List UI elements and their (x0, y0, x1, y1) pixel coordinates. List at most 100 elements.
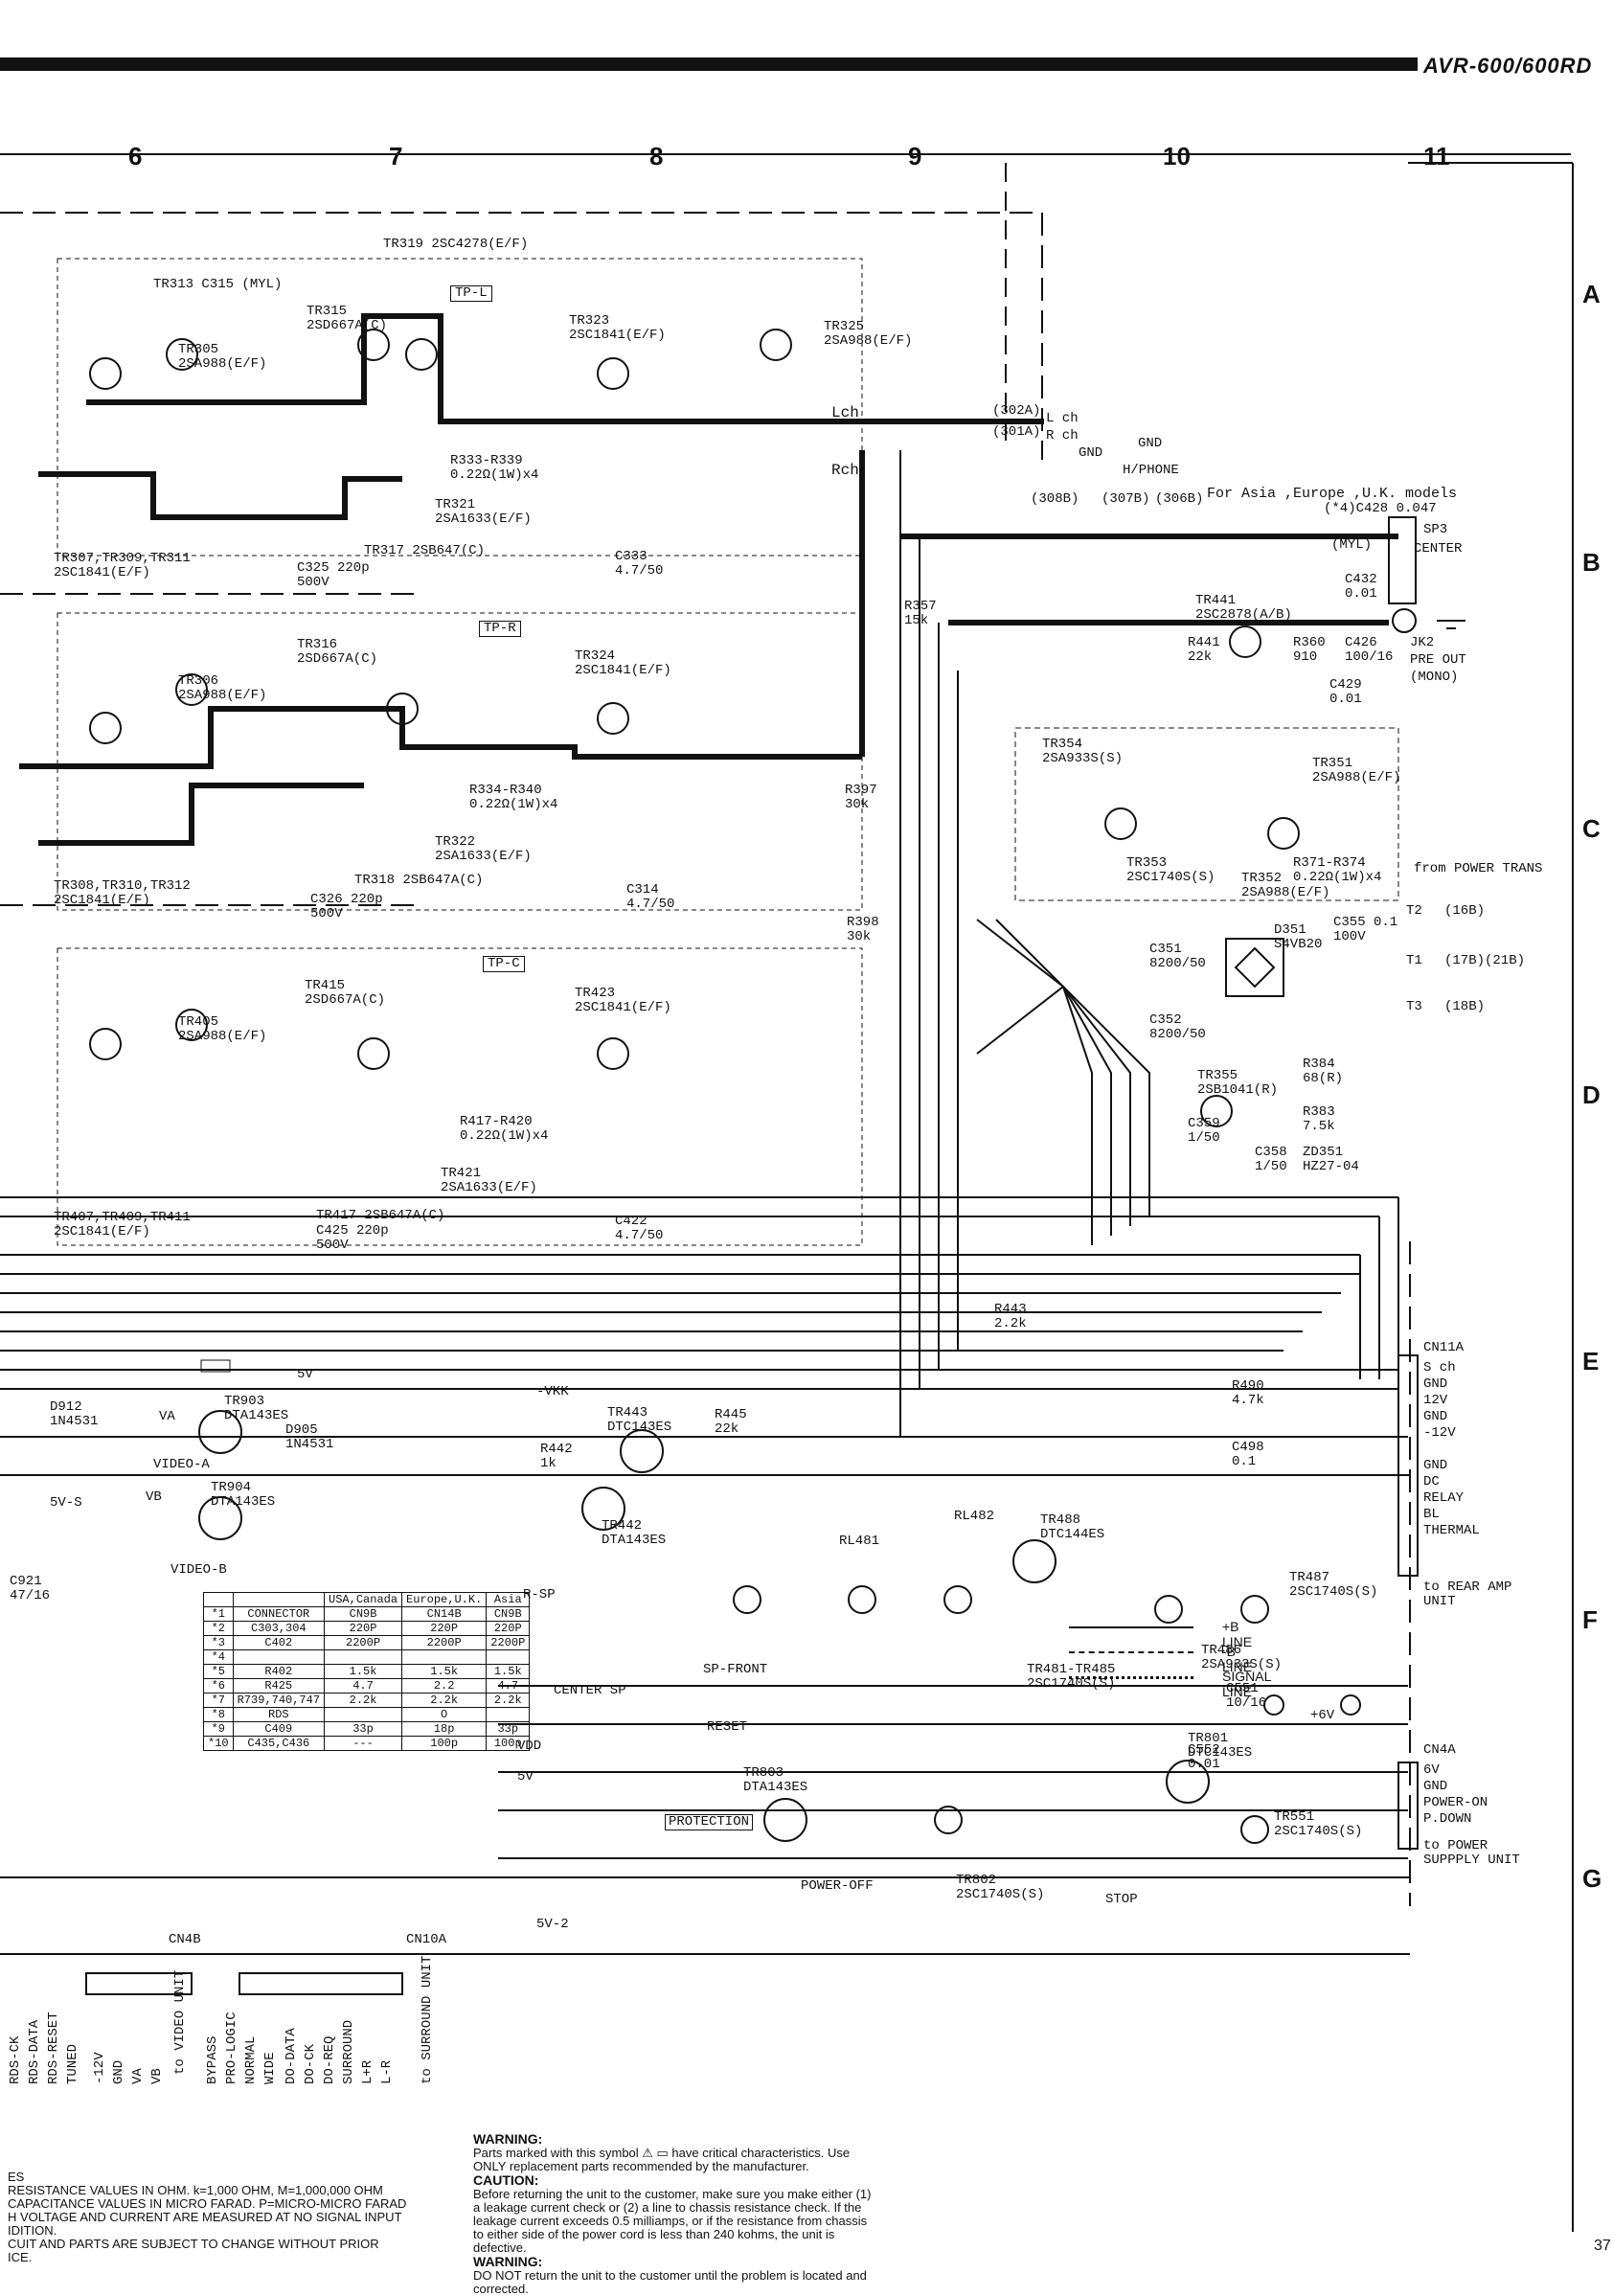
row-a: A (1582, 280, 1601, 308)
col-9: 9 (908, 142, 922, 170)
rch-jack: R ch (1046, 428, 1079, 443)
table-cell: CONNECTOR (232, 1606, 326, 1622)
c427-label: (MYL) (1331, 537, 1373, 553)
r-sp-label: R-SP (523, 1587, 556, 1603)
rch-label: Rch (831, 462, 859, 479)
r443-label: R443 2.2k (994, 1302, 1027, 1331)
tr-label: TR417 2SB647A(C) (316, 1208, 445, 1223)
legend-text: -B LINE (1222, 1644, 1253, 1674)
tr-label: TR318 2SB647A(C) (354, 873, 484, 888)
va-label: VA (159, 1409, 175, 1424)
table-cell: *6 (203, 1678, 234, 1694)
table-cell: C409 (232, 1721, 326, 1737)
table-cell (486, 1707, 531, 1722)
table-cell: 1.5k (486, 1664, 531, 1679)
rl482-label: RL482 (954, 1509, 995, 1524)
table-cell (203, 1592, 234, 1607)
from-power-trans: from POWER TRANS (1414, 861, 1543, 876)
table-cell (401, 1649, 488, 1665)
col-6: 6 (128, 142, 143, 170)
note-line: H VOLTAGE AND CURRENT ARE MEASURED AT NO… (8, 2210, 402, 2224)
tr-label: TR307,TR309,TR311 2SC1841(E/F) (54, 551, 191, 580)
pin-label: NORMAL (243, 2035, 259, 2084)
c551-label: C551 10/16 (1226, 1681, 1267, 1711)
row-c: C (1582, 814, 1601, 843)
warning-notes: WARNING: Parts marked with this symbol ⚠… (473, 2132, 875, 2296)
tr-label: TR354 2SA933S(S) (1042, 737, 1124, 766)
test-point-r: TP-R (479, 621, 521, 637)
table-cell: 2200P (324, 1635, 403, 1650)
c498-label: C498 0.1 (1232, 1440, 1264, 1469)
tr-label: TR488 DTC144ES (1040, 1512, 1105, 1542)
table-cell: 4.7 (324, 1678, 403, 1694)
r398-label: R398 30k (847, 915, 879, 944)
pin-label: WIDE (262, 2052, 278, 2084)
table-cell: R425 (232, 1678, 326, 1694)
c358-label: C358 1/50 (1255, 1145, 1287, 1174)
c428-label: (*4)C428 0.047 (1324, 501, 1437, 516)
table-cell: 220P (486, 1621, 531, 1636)
5vs-label: 5V-S (50, 1495, 82, 1511)
row-g: G (1582, 1864, 1602, 1893)
tr-label: TR322 2SA1633(E/F) (435, 834, 532, 864)
c333-label: C333 4.7/50 (615, 549, 664, 579)
to-rear-amp: to REAR AMP UNIT (1423, 1580, 1512, 1609)
col-7: 7 (389, 142, 403, 170)
c314-label: C314 4.7/50 (626, 882, 675, 912)
col-8: 8 (649, 142, 664, 170)
table-cell: 2.2k (324, 1693, 403, 1708)
c552-label: C552 0.01 (1188, 1742, 1220, 1772)
grid-ruler (0, 153, 1571, 155)
table-cell: C303,304 (232, 1621, 326, 1636)
tr-label: TR317 2SB647(C) (364, 543, 486, 558)
table-cell: 2.2 (401, 1678, 488, 1694)
warning-title: WARNING: (473, 2131, 543, 2147)
sp3-label: SP3 (1423, 522, 1448, 537)
pin-label: L-R (379, 2059, 395, 2084)
table-row: *4 (203, 1649, 531, 1665)
ref-302a: (302A) (992, 403, 1041, 419)
table-cell (232, 1649, 326, 1665)
c326-label: C326 220p 500V (310, 892, 383, 921)
pin-label: DO-REQ (322, 2035, 337, 2084)
c425-label: C425 220p 500V (316, 1223, 389, 1253)
warning-body: Parts marked with this symbol ⚠ ▭ have c… (473, 2146, 851, 2173)
5v2-label: 5V-2 (536, 1917, 569, 1932)
caution-title: CAUTION: (473, 2172, 539, 2188)
r360-label: R360 910 (1293, 635, 1326, 665)
pin-label: DO-CK (303, 2043, 318, 2084)
pin-label: TUNED (65, 2043, 80, 2084)
t3-ref: (18B) (1444, 999, 1486, 1014)
note-line: CAPACITANCE VALUES IN MICRO FARAD. P=MIC… (8, 2196, 407, 2211)
table-cell: *2 (203, 1621, 234, 1636)
cn4a-pins: 6V GND POWER-ON P.DOWN (1423, 1762, 1488, 1827)
tr-label: TR352 2SA988(E/F) (1241, 871, 1330, 900)
zd351-label: ZD351 HZ27-04 (1303, 1145, 1359, 1174)
c355-label: C355 0.1 100V (1333, 915, 1398, 944)
d351-label: D351 S4VB20 (1274, 922, 1323, 952)
pin-label: L+R (360, 2059, 375, 2084)
tr-label: TR319 2SC4278(E/F) (383, 237, 529, 252)
gnd-label-2: GND (1138, 436, 1163, 451)
table-cell: C402 (232, 1635, 326, 1650)
r383-label: R383 7.5k (1303, 1104, 1335, 1134)
tr-label: TR486 2SA933S(S) (1201, 1643, 1283, 1672)
tr-label: TR551 2SC1740S(S) (1274, 1809, 1363, 1839)
5v-label: 5V (297, 1367, 313, 1382)
table-cell: 2200P (486, 1635, 531, 1650)
tr-label: TR325 2SA988(E/F) (824, 319, 913, 349)
d912-label: D912 1N4531 (50, 1399, 99, 1429)
d905-label: D905 1N4531 (285, 1422, 334, 1452)
r357-label: R357 15k (904, 599, 937, 628)
rl481-label: RL481 (839, 1534, 880, 1549)
tr-label: TR308,TR310,TR312 2SC1841(E/F) (54, 878, 191, 908)
tr-label: TR305 2SA988(E/F) (178, 342, 267, 372)
to-video-label: to VIDEO UNIT (172, 1969, 188, 2075)
table-cell: O (401, 1707, 488, 1722)
